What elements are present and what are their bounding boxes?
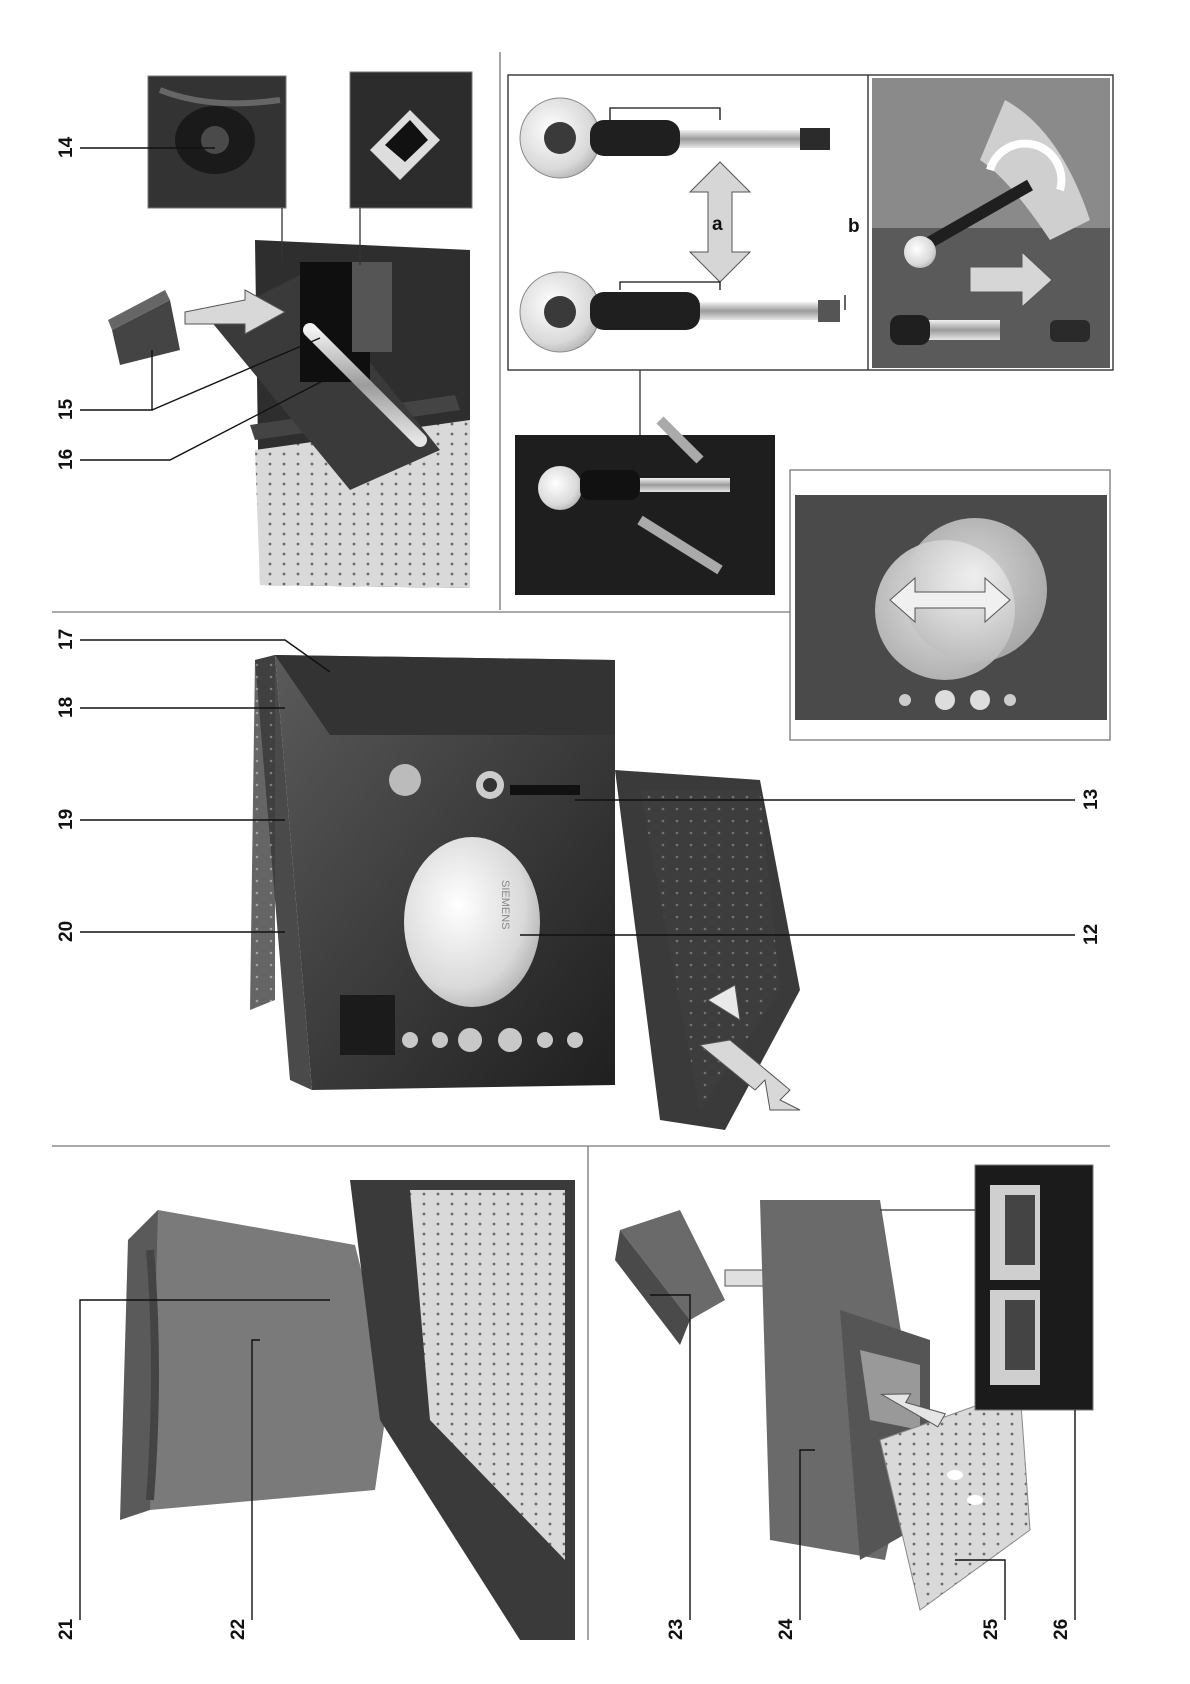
callout-23: 23 <box>666 1619 687 1640</box>
callout-15: 15 <box>56 398 77 420</box>
callout-18: 18 <box>56 697 77 718</box>
callout-21: 21 <box>56 1618 77 1640</box>
callout-22: 22 <box>228 1619 249 1640</box>
callout-13: 13 <box>1081 789 1102 810</box>
panel-hopper <box>80 72 472 588</box>
callout-14: 14 <box>56 136 77 158</box>
brand-logo: SIEMENS <box>499 880 511 930</box>
panel-cup-illumination <box>790 470 1110 740</box>
label-a: a <box>712 214 723 235</box>
callout-19: 19 <box>56 809 77 830</box>
panel-drip-tray <box>615 1165 1093 1620</box>
label-b: b <box>848 216 860 237</box>
callout-20: 20 <box>56 921 77 942</box>
callout-17: 17 <box>56 629 77 650</box>
callout-12: 12 <box>1081 924 1102 945</box>
callout-26: 26 <box>1051 1619 1072 1640</box>
callout-16: 16 <box>56 449 77 470</box>
callout-25: 25 <box>981 1618 1002 1640</box>
callout-24: 24 <box>776 1618 797 1640</box>
panel-water-tank <box>80 1180 575 1684</box>
